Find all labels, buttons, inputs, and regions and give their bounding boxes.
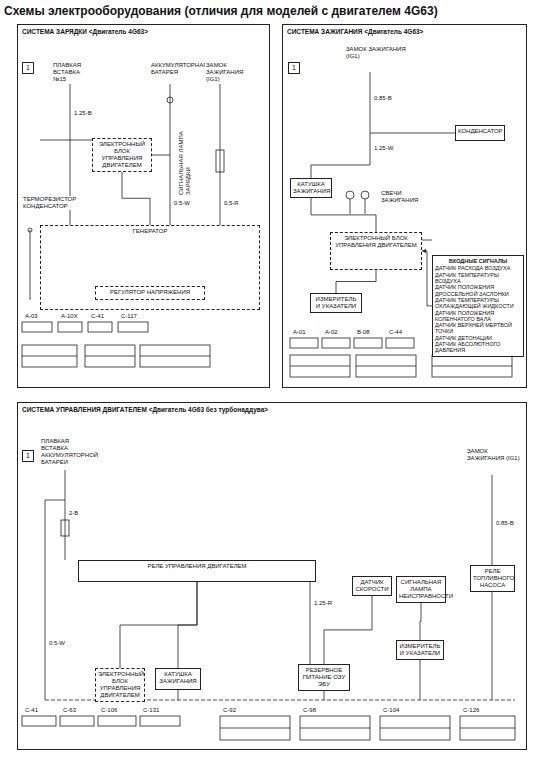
component-label: ГЕНЕРАТОР bbox=[43, 228, 257, 235]
wire-code: 2-B bbox=[68, 510, 79, 517]
connector-code: C-106 bbox=[100, 707, 118, 714]
system-panel: СИСТЕМА ЗАЖИГАНИЯ <Двигатель 4G63> 1ЭЛЕКТ… bbox=[282, 24, 527, 388]
page-title: Схемы электрооборудования (отличия для м… bbox=[4, 4, 438, 18]
connector-code: A-10X bbox=[60, 313, 79, 320]
panel-heading: СИСТЕМА ЗАЖИГАНИЯ <Двигатель 4G63> bbox=[286, 28, 424, 35]
component-box: ДАТЧИК СКОРОСТИ bbox=[352, 576, 392, 596]
control-unit-box: ГЕНЕРАТОР РЕГУЛЯТОР НАПРЯЖЕНИЯ bbox=[40, 225, 260, 310]
component-label: КОНДЕНСАТОР bbox=[458, 128, 502, 135]
component-label: ПЛАВКАЯ ВСТАВКА АККУМУЛЯТОРНОЙ БАТАРЕИ bbox=[40, 438, 97, 466]
connector-code: C-131 bbox=[142, 707, 160, 714]
wire-code: 0.85-B bbox=[495, 520, 515, 527]
component-label: ДАТЧИК ПОЛОЖЕНИЯ КОЛЕНЧАТОГО ВАЛА bbox=[435, 310, 521, 323]
wire-connector bbox=[422, 251, 432, 306]
control-unit-box: РЕГУЛЯТОР НАПРЯЖЕНИЯ bbox=[95, 286, 205, 300]
connector-code: A-01 bbox=[292, 329, 307, 336]
wire-code: 1.25-B bbox=[73, 110, 93, 117]
wire-connector bbox=[122, 172, 150, 225]
wire-connector bbox=[311, 198, 376, 232]
control-unit-box: ЭЛЕКТРОННЫЙ БЛОК УПРАВЛЕНИЯ ДВИГАТЕЛЕМ bbox=[330, 232, 422, 270]
connector-code: A-02 bbox=[324, 329, 339, 336]
component-label: АККУМУЛЯТОРНАЯ БАТАРЕЯ bbox=[150, 62, 196, 76]
component-label: РЕГУЛЯТОР НАПРЯЖЕНИЯ bbox=[98, 289, 202, 296]
wire-code: 0.5-W bbox=[48, 640, 66, 647]
control-unit-box: ЭЛЕКТРОННЫЙ БЛОК УПРАВЛЕНИЯ ДВИГАТЕЛЕМ bbox=[92, 138, 152, 172]
component-label: ЭЛЕКТРОННЫЙ БЛОК УПРАВЛЕНИЯ ДВИГАТЕЛЕМ bbox=[333, 235, 419, 249]
connector-code: A-03 bbox=[24, 313, 39, 320]
component-label: ИЗМЕРИТЕЛЬ И УКАЗАТЕЛИ bbox=[313, 296, 359, 310]
component-box: РЕЗЕРВНОЕ ПИТАНИЕ ОЗУ ЭБУ bbox=[298, 664, 350, 691]
callout-number: 1 bbox=[23, 63, 33, 73]
connector-code: C-104 bbox=[382, 707, 400, 714]
component-label: ДАТЧИК ТЕМПЕРАТУРЫ ВОЗДУХА bbox=[435, 272, 521, 285]
component-label: ПЛАВКАЯ ВСТАВКА №15 bbox=[52, 62, 94, 83]
wire-connector bbox=[336, 270, 376, 293]
wire-code: 0.5-R bbox=[223, 200, 240, 207]
connector-code: C-41 bbox=[90, 313, 105, 320]
component-label: ВХОДНЫЕ СИГНАЛЫ bbox=[435, 258, 521, 264]
input-signal-box: ВХОДНЫЕ СИГНАЛЫДАТЧИК РАСХОДА ВОЗДУХАДАТ… bbox=[432, 255, 524, 357]
component-label: ДАТЧИК ВЕРХНЕЙ МЕРТВОЙ ТОЧКИ bbox=[435, 322, 521, 335]
component-label: ЭЛЕКТРОННЫЙ БЛОК УПРАВЛЕНИЯ ДВИГАТЕЛЕМ bbox=[98, 671, 142, 699]
connector-code: C-63 bbox=[62, 707, 77, 714]
callout-number: 1 bbox=[289, 63, 299, 73]
component-label: ДАТЧИК АБСОЛЮТНОГО ДАВЛЕНИЯ bbox=[435, 341, 521, 354]
component-label: ЗАМОК ЗАЖИГАНИЯ (IG1) bbox=[205, 62, 251, 83]
wire-connector bbox=[178, 582, 197, 668]
component-box: КАТУШКА ЗАЖИГАНИЯ bbox=[155, 668, 201, 690]
wire-code: 0.85-B bbox=[373, 95, 393, 102]
connector-code: C-44 bbox=[388, 329, 403, 336]
component-label: РЕЛЕ ТОПЛИВНОГО НАСОСА bbox=[473, 568, 512, 589]
component-label: КАТУШКА ЗАЖИГАНИЯ bbox=[293, 181, 329, 195]
connector-code: C-98 bbox=[302, 707, 317, 714]
component-label: ЗАМОК ЗАЖИГАНИЯ (IG1) bbox=[466, 448, 523, 462]
component-box: ИЗМЕРИТЕЛЬ И УКАЗАТЕЛИ bbox=[396, 640, 444, 660]
component-label: СВЕЧИ ЗАЖИГАНИЯ bbox=[380, 190, 427, 204]
control-unit-box: ЭЛЕКТРОННЫЙ БЛОК УПРАВЛЕНИЯ ДВИГАТЕЛЕМ bbox=[95, 668, 145, 702]
component-box: ИЗМЕРИТЕЛЬ И УКАЗАТЕЛИ bbox=[310, 293, 362, 313]
panel-heading: СИСТЕМА УПРАВЛЕНИЯ ДВИГАТЕЛЕМ <Двигатель… bbox=[21, 406, 269, 413]
wire-code: 1.25-R bbox=[313, 600, 333, 607]
component-label: РЕЛЕ УПРАВЛЕНИЯ ДВИГАТЕЛЕМ bbox=[81, 563, 313, 570]
component-label: ДАТЧИК ПОЛОЖЕНИЯ ДРОССЕЛЬНОЙ ЗАСЛОНКИ bbox=[435, 284, 521, 297]
component-box: РЕЛЕ ТОПЛИВНОГО НАСОСА bbox=[470, 565, 515, 592]
component-label: ЗАМОК ЗАЖИГАНИЯ (IG1) bbox=[345, 46, 407, 60]
component-label: КАТУШКА ЗАЖИГАНИЯ bbox=[158, 671, 198, 685]
callout-number: 1 bbox=[22, 62, 34, 74]
component-label: РЕЗЕРВНОЕ ПИТАНИЕ ОЗУ ЭБУ bbox=[301, 667, 347, 688]
connector-code: B-08 bbox=[356, 329, 371, 336]
wire-connector bbox=[420, 603, 421, 640]
wire-code: 0.5-W bbox=[173, 200, 191, 207]
component-label: ДАТЧИК ТЕМПЕРАТУРЫ ОХЛАЖДАЮЩЕЙ ЖИДКОСТИ bbox=[435, 297, 521, 310]
component-label: СИГНАЛЬНАЯ ЛАМПА ЗАРЯДКИ bbox=[178, 114, 192, 196]
component-label: ДАТЧИК СКОРОСТИ bbox=[355, 579, 389, 593]
panel-heading: СИСТЕМА ЗАРЯДКИ <Двигатель 4G63> bbox=[21, 28, 149, 35]
wire-connector bbox=[120, 582, 197, 668]
component-label: ЭЛЕКТРОННЫЙ БЛОК УПРАВЛЕНИЯ ДВИГАТЕЛЕМ bbox=[95, 141, 149, 169]
callout-number: 1 bbox=[22, 450, 34, 462]
callout-number: 1 bbox=[23, 451, 33, 461]
wire-code: 1.25-W bbox=[373, 145, 394, 152]
connector-code: C-117 bbox=[120, 313, 138, 320]
connector-code: C-92 bbox=[222, 707, 237, 714]
callout-number: 1 bbox=[288, 62, 300, 74]
component-label: ТЕРМОРЕЗИСТОР КОНДЕНСАТОР bbox=[22, 196, 79, 210]
component-box: КОНДЕНСАТОР bbox=[455, 125, 505, 141]
component-label: ИЗМЕРИТЕЛЬ И УКАЗАТЕЛИ bbox=[399, 643, 441, 657]
component-box: РЕЛЕ УПРАВЛЕНИЯ ДВИГАТЕЛЕМ bbox=[78, 560, 316, 582]
component-label: ДАТЧИК ДЕТОНАЦИИ bbox=[435, 335, 521, 341]
component-label: СИГНАЛЬНАЯ ЛАМПА НЕИСПРАВНОСТИ bbox=[399, 579, 443, 600]
component-box: СИГНАЛЬНАЯ ЛАМПА НЕИСПРАВНОСТИ bbox=[396, 576, 446, 603]
component-box: КАТУШКА ЗАЖИГАНИЯ bbox=[290, 178, 332, 198]
connector-code: C-126 bbox=[462, 707, 480, 714]
connector-code: C-41 bbox=[24, 707, 39, 714]
component-label: ДАТЧИК РАСХОДА ВОЗДУХА bbox=[435, 265, 521, 271]
